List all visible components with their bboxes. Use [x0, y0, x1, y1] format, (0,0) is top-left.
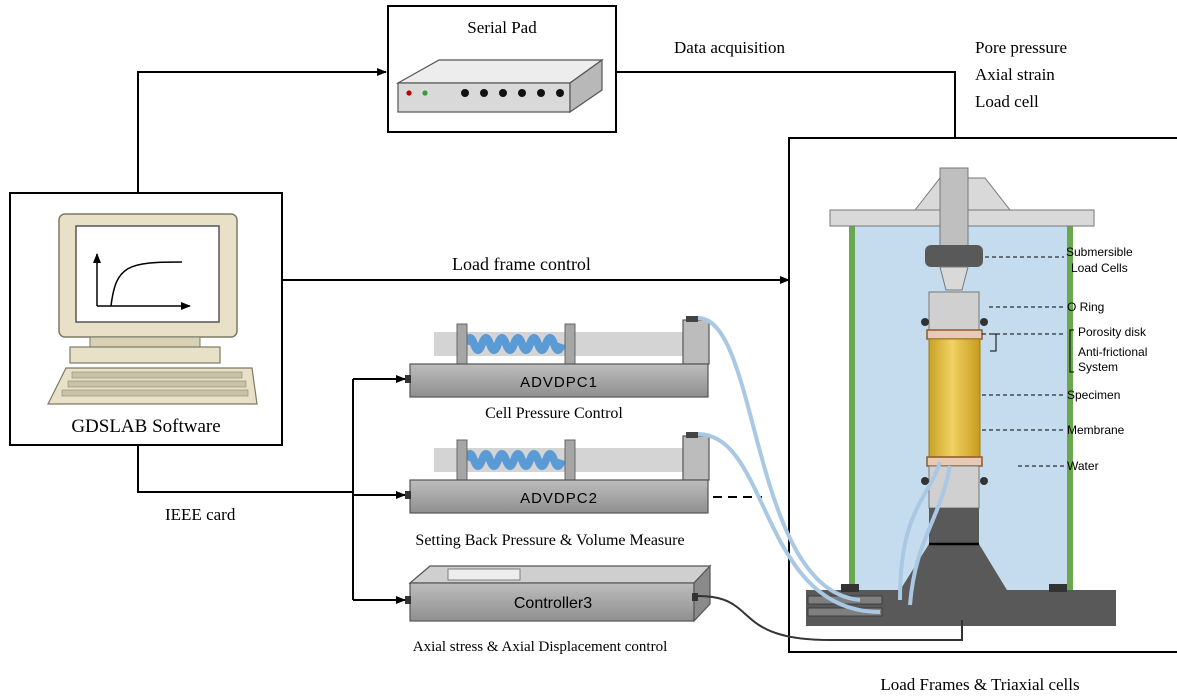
part-label-anti-frictional-2: System	[1078, 360, 1118, 374]
software-label: GDSLAB Software	[71, 416, 220, 437]
part-label-membrane: Membrane	[1067, 423, 1125, 437]
data-acquisition-label: Data acquisition	[674, 38, 785, 57]
bellows-1	[462, 334, 566, 354]
controller1-label: ADVDPC1	[520, 374, 598, 391]
serial-pad-box: Serial Pad	[387, 5, 617, 133]
connection-lines	[137, 68, 959, 604]
computer-icon	[47, 213, 258, 405]
frame-post-right	[1067, 224, 1073, 590]
part-label-anti-frictional-1: Anti-frictional	[1078, 345, 1147, 359]
part-label-water: Water	[1067, 459, 1099, 473]
tubing-lines	[697, 316, 952, 614]
specimen-cylinder	[928, 338, 981, 458]
cell-caption: Load Frames & Triaxial cells	[880, 675, 1079, 694]
curve-graph-icon	[93, 253, 191, 310]
controller3-caption: Axial stress & Axial Displacement contro…	[413, 639, 668, 655]
controller1-device: ADVDPC1	[405, 316, 710, 398]
part-label-specimen: Specimen	[1067, 388, 1120, 402]
ieee-card-label: IEEE card	[165, 505, 236, 524]
o-ring-icon	[921, 318, 929, 326]
part-label-submersible-2: Load Cells	[1071, 261, 1128, 275]
sensor-load-cell-label: Load cell	[975, 92, 1039, 111]
load-cell-block	[925, 245, 983, 267]
sensor-axial-strain-label: Axial strain	[975, 65, 1055, 84]
serial-pad-device-icon	[395, 58, 604, 114]
frame-post-left	[849, 224, 855, 590]
part-label-submersible-1: Submersible	[1066, 245, 1133, 259]
controller3-device: Controller3	[405, 564, 712, 623]
controller3-label: Controller3	[514, 595, 592, 612]
controller2-caption: Setting Back Pressure & Volume Measure	[415, 532, 684, 549]
computer-box: GDSLAB Software	[9, 192, 283, 446]
serial-pad-label: Serial Pad	[467, 18, 537, 37]
sensor-pore-pressure-label: Pore pressure	[975, 38, 1067, 57]
controller2-label: ADVDPC2	[520, 490, 598, 507]
controller2-device: ADVDPC2	[405, 432, 710, 514]
controller3-cable	[697, 595, 963, 641]
controller1-caption: Cell Pressure Control	[485, 405, 623, 422]
anti-frictional-bracket	[990, 333, 997, 352]
part-label-o-ring: O Ring	[1067, 300, 1104, 314]
bellows-2	[462, 450, 566, 470]
part-label-porosity-disk: Porosity disk	[1078, 325, 1147, 339]
part-leader-lines	[982, 256, 1064, 467]
load-frame-control-label: Load frame control	[452, 254, 591, 274]
